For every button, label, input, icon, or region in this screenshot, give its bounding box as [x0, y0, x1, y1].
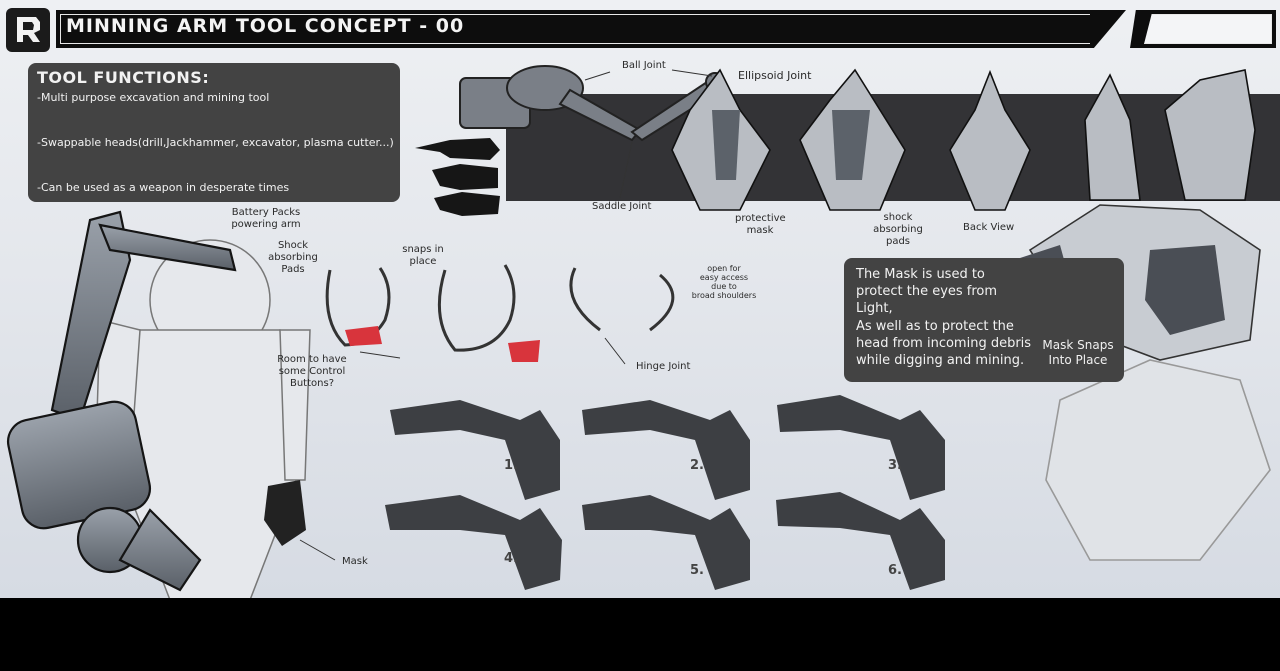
mask-label: Mask: [342, 556, 368, 567]
tool-functions-panel: TOOL FUNCTIONS: -Multi purpose excavatio…: [28, 63, 400, 202]
mask-description-line: Light,: [856, 301, 893, 316]
variant-number: 4.: [504, 551, 518, 566]
tool-functions-heading: TOOL FUNCTIONS:: [37, 68, 210, 87]
arm-on-figure: [6, 210, 237, 592]
function-item: -Swappable heads(drill,Jackhammer, excav…: [37, 136, 394, 149]
bottom-letterbox: [0, 598, 1280, 671]
concept-sheet: MINNING ARM TOOL CONCEPT - 00 TOOL FUNCT…: [0, 0, 1280, 598]
function-item: -Multi purpose excavation and mining too…: [37, 91, 270, 104]
mask-description-line: The Mask is used to: [856, 267, 985, 282]
page-title: MINNING ARM TOOL CONCEPT - 00: [66, 15, 465, 37]
function-item: -Can be used as a weapon in desperate ti…: [37, 181, 290, 194]
variant-number: 3.: [888, 458, 902, 473]
sketch-layer: [6, 65, 1271, 598]
ball-joint-label: Ball Joint: [622, 60, 666, 71]
saddle-joint-label: Saddle Joint: [592, 201, 652, 212]
variant-number: 5.: [690, 563, 704, 578]
back-view-label: Back View: [963, 222, 1015, 233]
title-bar-tail: [1130, 10, 1276, 48]
studio-logo: [6, 8, 50, 52]
variant-silhouettes: [385, 395, 945, 590]
variant-number: 1.: [504, 458, 518, 473]
front-views: [671, 68, 1256, 211]
head-options-sketch: [415, 138, 500, 216]
variant-number: 6.: [888, 563, 902, 578]
mask-description-panel: The Mask is used to protect the eyes fro…: [844, 258, 1124, 382]
mask-description-line: head from incoming debris: [856, 336, 1032, 351]
mask-sketch: [264, 480, 306, 546]
hinge-joint-label: Hinge Joint: [636, 361, 691, 372]
mask-description-line: As well as to protect the: [856, 319, 1014, 334]
logo-mark-icon: [17, 17, 40, 42]
variant-number: 2.: [690, 458, 704, 473]
mask-description-line: while digging and mining.: [856, 353, 1025, 368]
mask-description-line: protect the eyes from: [856, 284, 998, 299]
ellipsoid-joint-label: Ellipsoid Joint: [738, 69, 812, 82]
title-tail-frame: [1144, 14, 1272, 44]
title-bar: MINNING ARM TOOL CONCEPT - 00: [56, 10, 1126, 48]
title-frame: [60, 14, 1090, 44]
